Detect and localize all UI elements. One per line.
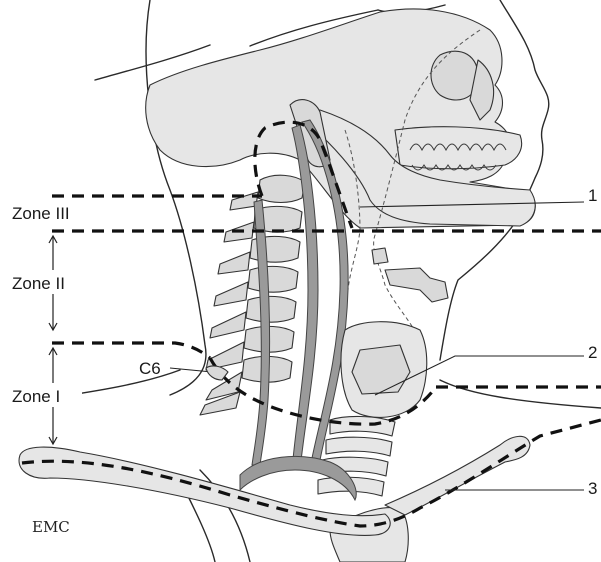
zone-ii-label: Zone II bbox=[12, 274, 65, 293]
clavicles bbox=[19, 436, 530, 535]
callout-1: 1 bbox=[588, 186, 597, 205]
zone-i-label: Zone I bbox=[12, 387, 60, 406]
zone-i-upper-line bbox=[52, 343, 210, 358]
callout-3: 3 bbox=[588, 479, 597, 498]
zone-arrows bbox=[49, 236, 57, 444]
hyoid-bone bbox=[372, 248, 448, 302]
zone-iii-label: Zone III bbox=[12, 204, 70, 223]
c6-label: C6 bbox=[139, 359, 161, 378]
callout-2: 2 bbox=[588, 343, 597, 362]
emc-logo: EMC bbox=[32, 518, 70, 536]
